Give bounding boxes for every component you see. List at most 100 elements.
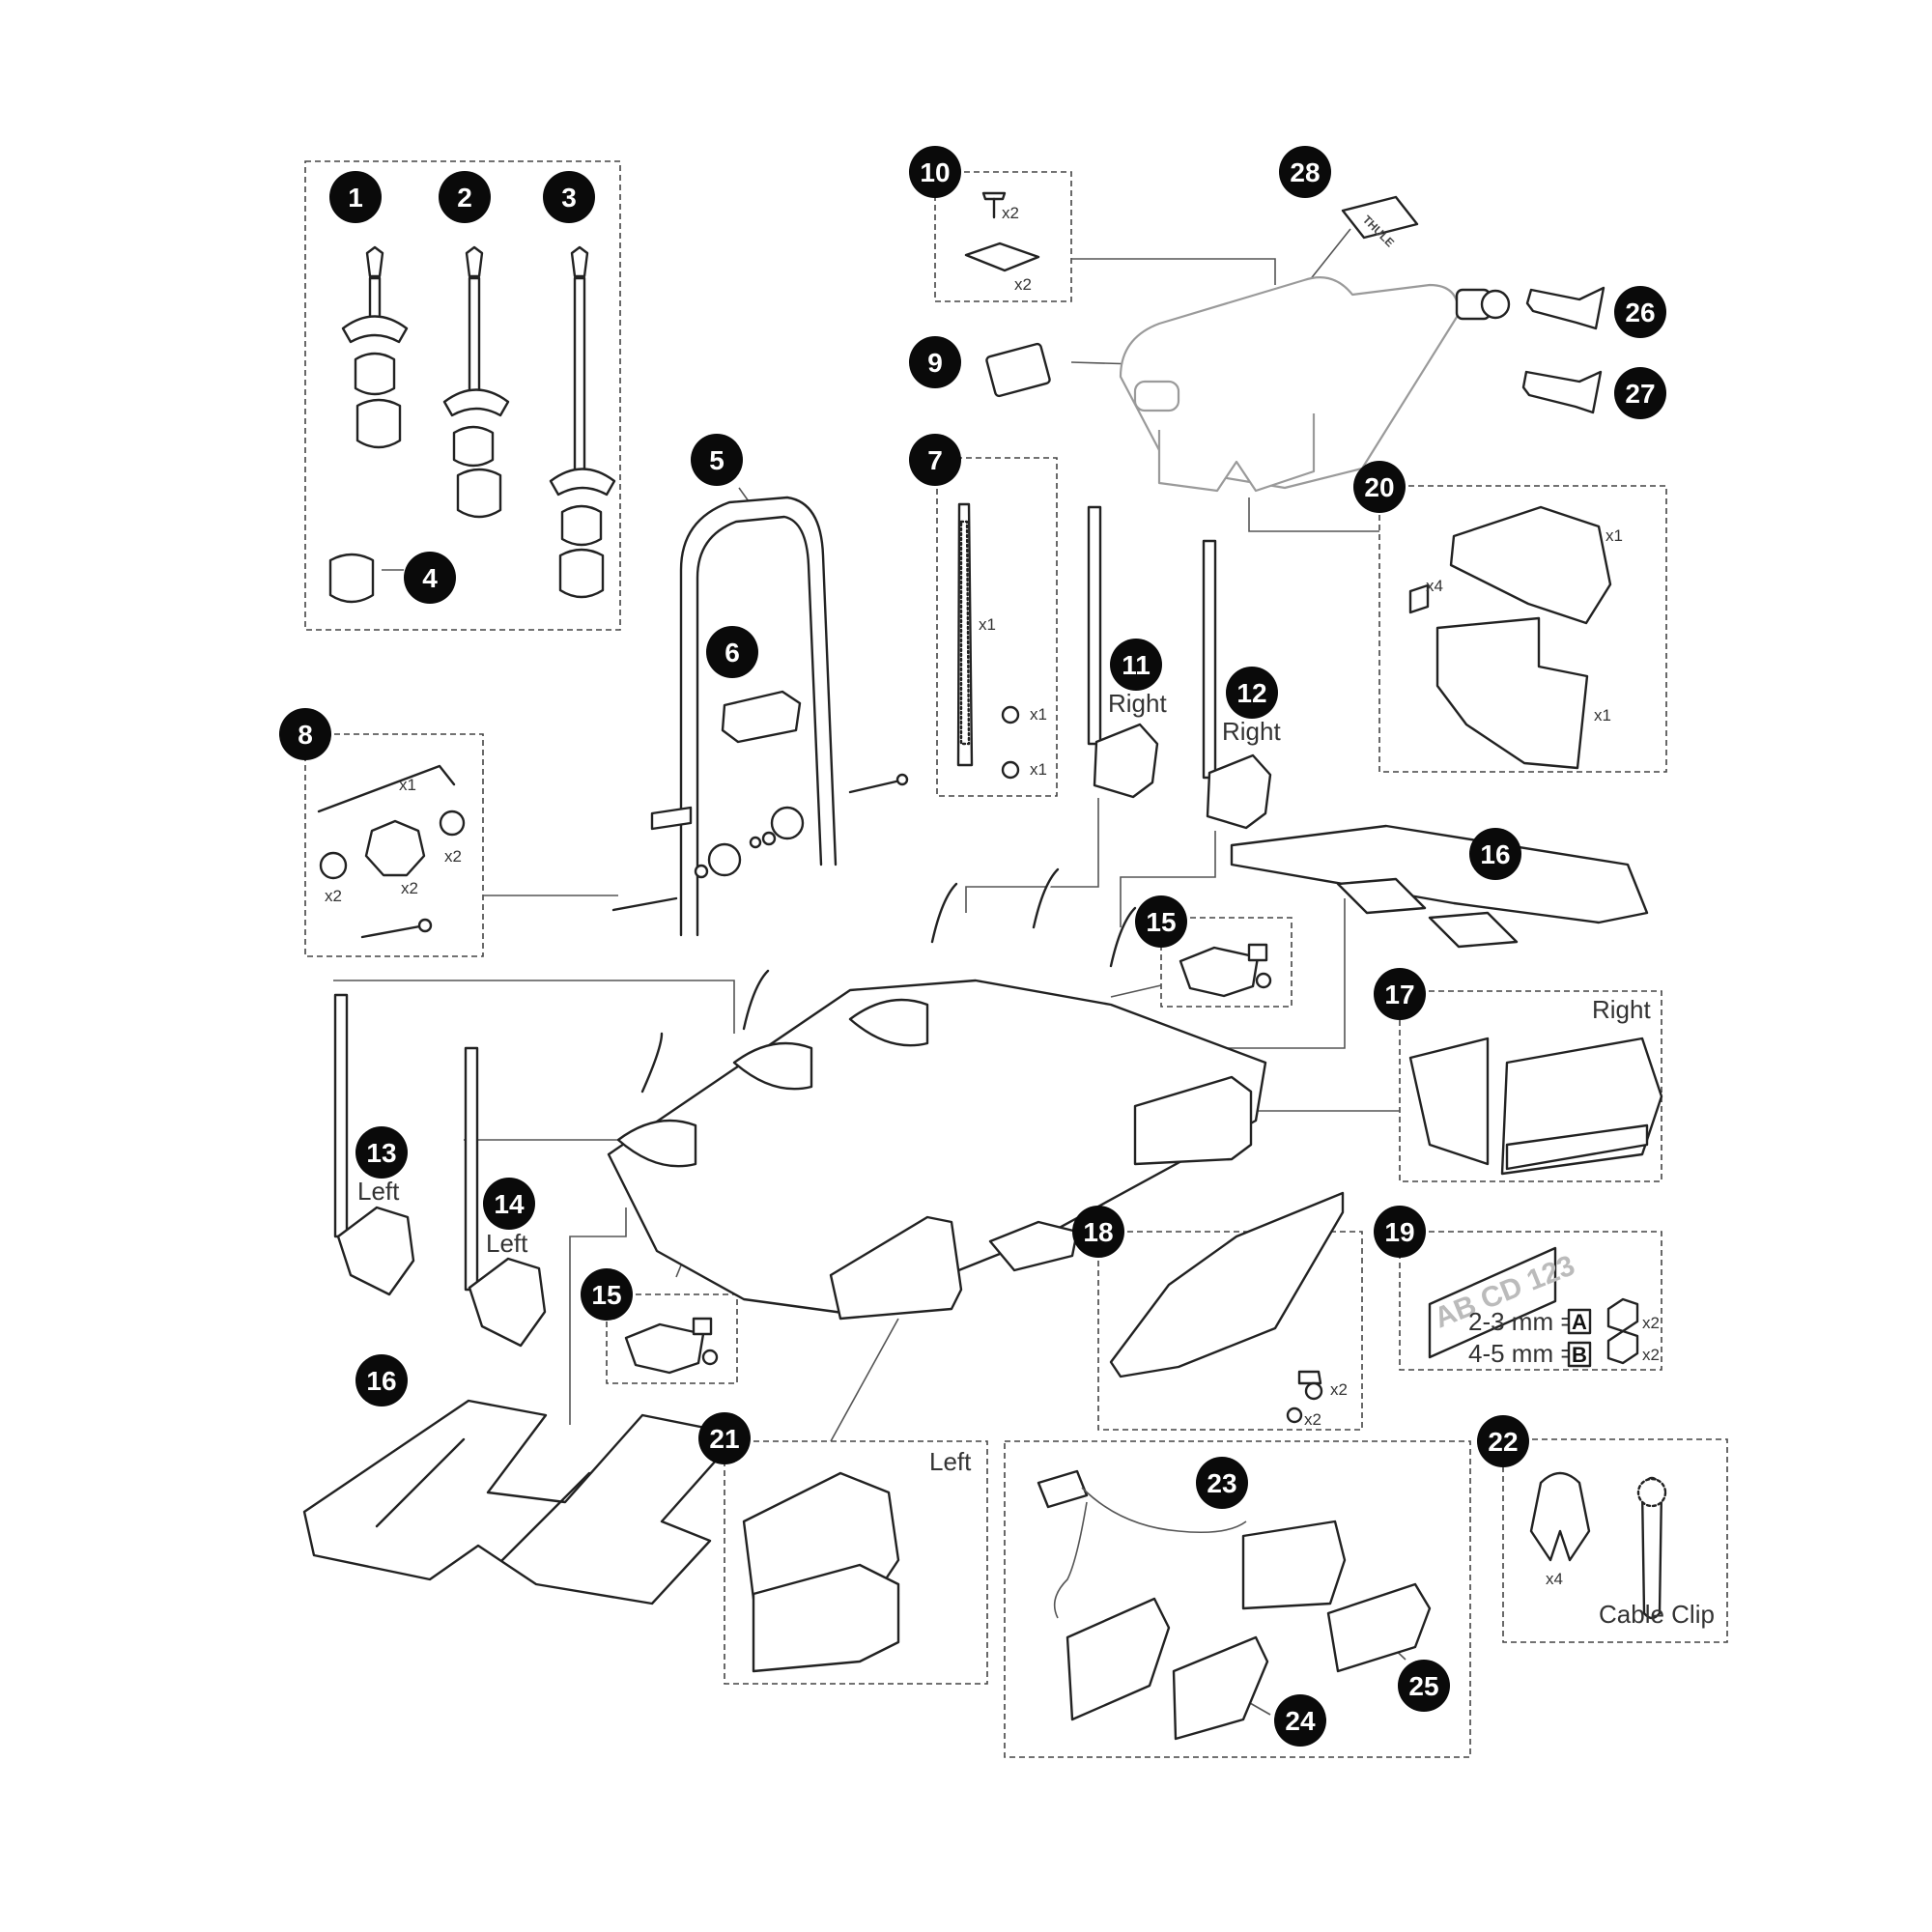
bracket-18 xyxy=(1109,1191,1345,1424)
lock-cylinder xyxy=(1455,288,1511,321)
qty-10-clip: x2 xyxy=(1014,275,1032,294)
svg-text:16: 16 xyxy=(1480,839,1510,869)
svg-text:3: 3 xyxy=(561,183,577,213)
qty-10-screw: x2 xyxy=(1002,204,1019,222)
box-b xyxy=(1567,1341,1592,1368)
svg-text:20: 20 xyxy=(1364,472,1394,502)
arm-14-left xyxy=(464,1046,547,1348)
frame-bar xyxy=(650,496,838,937)
svg-text:9: 9 xyxy=(927,348,943,378)
group-box-8 xyxy=(304,733,484,957)
screw-10 xyxy=(964,191,1040,272)
callout-26: 26 xyxy=(1614,286,1666,338)
callout-5: 5 xyxy=(691,434,743,486)
svg-text:1: 1 xyxy=(348,183,363,213)
callout-12: 12 xyxy=(1226,667,1278,719)
qty-8-spacer: x2 xyxy=(325,887,342,905)
coupling-head xyxy=(1119,276,1461,493)
label-13-left: Left xyxy=(357,1177,400,1206)
qty-7-bolt: x1 xyxy=(1030,760,1047,779)
label-11-right: Right xyxy=(1108,689,1167,718)
logo-plate-28 xyxy=(1341,195,1419,240)
group-box-7 xyxy=(936,457,1058,797)
callout-7: 7 xyxy=(909,434,961,486)
qty-19-b: x2 xyxy=(1642,1346,1660,1364)
reflector-25 xyxy=(1326,1582,1432,1673)
callout-21: 21 xyxy=(698,1412,751,1464)
label-17-right: Right xyxy=(1592,995,1651,1024)
group-box-23 xyxy=(1004,1440,1471,1758)
knob-assembly xyxy=(611,773,909,912)
qty-7-nut: x1 xyxy=(1030,705,1047,724)
callout-16-bottom: 16 xyxy=(355,1354,408,1406)
group-box-20 xyxy=(1378,485,1667,773)
qty-8-knob: x2 xyxy=(401,879,418,897)
tail-light-17-right xyxy=(1408,1037,1663,1176)
group-box-10 xyxy=(934,171,1072,302)
quantity-labels: x2 x2 x1 x1 x1 x1 x2 x2 x2 x1 x4 x1 x2 x… xyxy=(325,204,1660,1588)
svg-text:2: 2 xyxy=(457,183,472,213)
cable-clip-22 xyxy=(1529,1471,1667,1620)
qty-20-top: x1 xyxy=(1605,526,1623,545)
callout-11: 11 xyxy=(1110,639,1162,691)
callout-15-bottom: 15 xyxy=(581,1268,633,1321)
group-box-15-bottom xyxy=(606,1293,738,1384)
callout-3: 3 xyxy=(543,171,595,223)
callout-18: 18 xyxy=(1072,1206,1124,1258)
arm-13-left xyxy=(333,993,415,1296)
label-21-left: Left xyxy=(929,1447,972,1476)
svg-text:8: 8 xyxy=(298,720,313,750)
main-carrier xyxy=(607,867,1267,1321)
svg-text:18: 18 xyxy=(1083,1217,1113,1247)
svg-text:28: 28 xyxy=(1290,157,1320,187)
qty-22: x4 xyxy=(1546,1570,1563,1588)
qty-20-bottom: x1 xyxy=(1594,706,1611,724)
qty-19-a: x2 xyxy=(1642,1314,1660,1332)
group-box-21 xyxy=(724,1440,988,1685)
callout-25: 25 xyxy=(1398,1660,1450,1712)
svg-text:4: 4 xyxy=(422,563,438,593)
group-box-19 xyxy=(1399,1231,1662,1371)
svg-text:11: 11 xyxy=(1122,650,1151,680)
clamp-15-bottom xyxy=(624,1317,719,1375)
tool-kit-8 xyxy=(317,764,466,939)
svg-text:7: 7 xyxy=(927,445,943,475)
callout-16-top: 16 xyxy=(1469,828,1521,880)
svg-text:23: 23 xyxy=(1207,1468,1236,1498)
group-box-15-top xyxy=(1160,917,1293,1008)
qty-7-strap: x1 xyxy=(979,615,996,634)
box-a xyxy=(1567,1308,1592,1335)
callout-15-top: 15 xyxy=(1135,895,1187,948)
group-box-arms xyxy=(304,160,621,631)
callout-8: 8 xyxy=(279,708,331,760)
svg-text:17: 17 xyxy=(1384,980,1414,1009)
callout-2: 2 xyxy=(439,171,491,223)
letter-a: A xyxy=(1572,1310,1587,1334)
cover-top-20 xyxy=(1408,505,1612,625)
clamp-15-top xyxy=(1179,943,1272,998)
callout-13: 13 xyxy=(355,1126,408,1179)
callout-27: 27 xyxy=(1614,367,1666,419)
label-spec-a: 2-3 mm = xyxy=(1468,1307,1576,1336)
arm-medium xyxy=(442,245,510,519)
qty-8-washer: x2 xyxy=(444,847,462,866)
svg-text:27: 27 xyxy=(1625,379,1655,409)
qty-20-screw: x4 xyxy=(1426,577,1443,595)
svg-text:12: 12 xyxy=(1236,678,1266,708)
callout-1: 1 xyxy=(329,171,382,223)
tail-light-21-left xyxy=(742,1471,900,1673)
svg-text:21: 21 xyxy=(709,1424,739,1454)
svg-text:15: 15 xyxy=(1146,907,1176,937)
strap-7 xyxy=(956,502,1020,780)
cable-harness-23 xyxy=(1037,1469,1347,1721)
callout-10: 10 xyxy=(909,146,961,198)
callout-14: 14 xyxy=(483,1178,535,1230)
callout-17: 17 xyxy=(1374,968,1426,1020)
callout-9: 9 xyxy=(909,336,961,388)
svg-text:26: 26 xyxy=(1625,298,1655,327)
group-box-17 xyxy=(1399,990,1662,1182)
rubber-cap xyxy=(328,553,375,604)
svg-text:24: 24 xyxy=(1285,1706,1316,1736)
callout-28: 28 xyxy=(1279,146,1331,198)
